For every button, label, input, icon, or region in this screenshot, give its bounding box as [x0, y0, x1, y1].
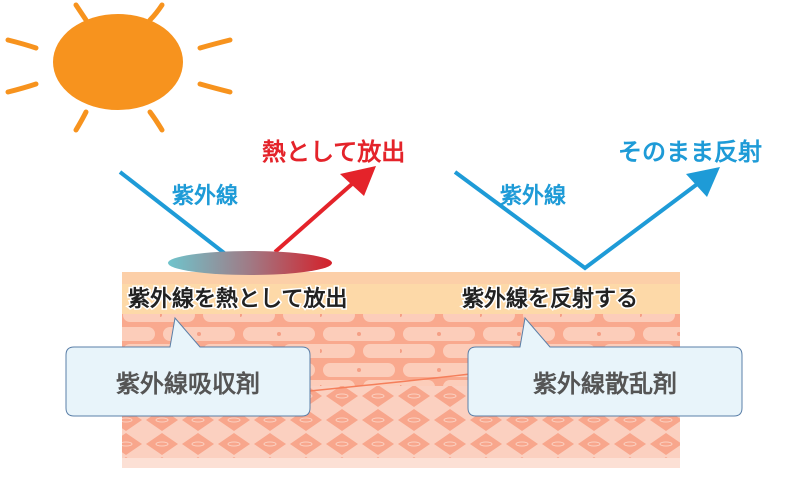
heat-release-label: 熱として放出 [262, 138, 405, 166]
uv-ray-left [118, 170, 230, 258]
uv-label-left: 紫外線 [172, 183, 238, 209]
uv-ray-reflected [453, 170, 702, 271]
absorb-layer-label: 紫外線を熱として放出 [128, 286, 347, 312]
reflect-label: そのまま反射 [618, 138, 762, 166]
heat-arrowhead [340, 166, 376, 196]
callout-scatterer: 紫外線散乱剤 [467, 316, 743, 417]
uv-absorber-particle [168, 251, 332, 275]
uv-label-right: 紫外線 [500, 183, 566, 209]
callout-scatterer-text: 紫外線散乱剤 [533, 370, 677, 398]
heat-arrow [273, 182, 354, 254]
reflect-arrowhead [686, 167, 720, 197]
reflect-layer-label: 紫外線を反射する [462, 286, 638, 312]
callout-absorber: 紫外線吸収剤 [65, 316, 311, 417]
sun-icon [5, 2, 233, 133]
callout-absorber-text: 紫外線吸収剤 [116, 370, 260, 398]
